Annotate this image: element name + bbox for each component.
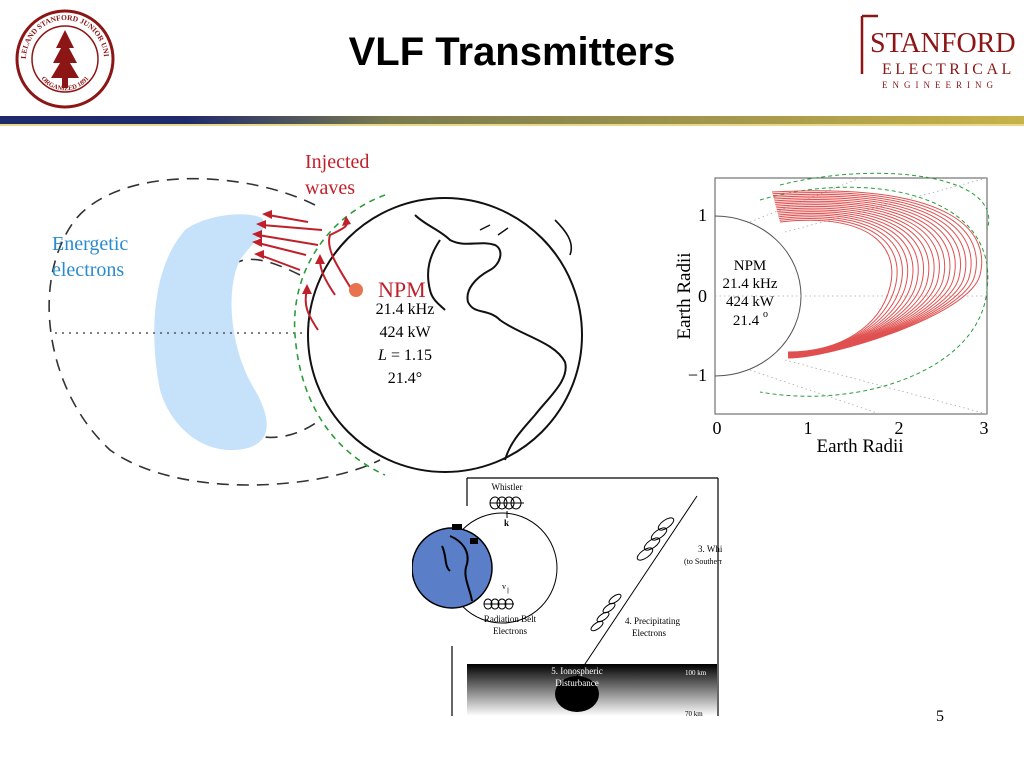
radiation-belt-label-1: Radiation Belt <box>484 614 537 624</box>
plot-field-lines <box>759 172 990 397</box>
v-label: v <box>502 582 506 591</box>
precipitating-label-2: Electrons <box>632 628 666 638</box>
plot-degree-mark: o <box>763 309 768 320</box>
slide-title: VLF Transmitters <box>348 30 676 74</box>
energetic-electrons-region <box>154 214 267 451</box>
plot-station-name: NPM <box>734 258 767 274</box>
stanford-ee-logo: STANFORD ELECTRICAL ENGINEERING <box>860 14 1016 90</box>
page-number: 5 <box>936 708 944 725</box>
earth-globe-blue <box>412 527 493 609</box>
ionospheric-label-1: 5. Ionospheric <box>551 666 603 676</box>
ray-paths <box>771 190 983 359</box>
plot-station-power: 424 kW <box>726 294 775 310</box>
precipitating-label-1: 4. Precipitating <box>625 616 680 626</box>
altitude-100km: 100 km <box>685 669 707 677</box>
earth-globe <box>307 197 583 473</box>
radiation-belt-coil <box>483 598 514 610</box>
energetic-electrons-label-1: Energetic <box>52 233 128 255</box>
npm-station-marker <box>349 283 363 297</box>
injection-diagram: Injected waves Energetic electrons NPM 2… <box>48 151 583 486</box>
whistler-south-label-1: 3. Whistler <box>698 544 722 554</box>
x-tick-label: 3 <box>980 418 989 438</box>
ee-logo-line1: STANFORD <box>870 28 1016 59</box>
redwood-tree-icon <box>51 30 79 88</box>
outer-field-line <box>48 177 381 486</box>
southern-whistler-coil <box>636 517 675 561</box>
whistler-label: Whistler <box>492 482 523 492</box>
diagonal-field-line <box>576 495 698 677</box>
ray-path <box>779 219 893 353</box>
header-divider-line <box>0 124 1024 126</box>
wave-arrowheads <box>252 210 351 294</box>
x-axis-label: Earth Radii <box>816 436 903 457</box>
whistler-wave-coil <box>489 496 524 518</box>
radiation-belt-label-2: Electrons <box>493 626 527 636</box>
injected-waves-label-2: waves <box>305 177 355 199</box>
x-tick-label: 0 <box>713 418 722 438</box>
plot-station-latitude: 21.4 <box>733 313 760 329</box>
ee-logo-line3: ENGINEERING <box>882 80 998 90</box>
station-l-shell: L = 1.15 <box>377 347 432 364</box>
x-tick-label: 1 <box>804 418 813 438</box>
parallel-label: || <box>507 588 509 594</box>
ionospheric-label-2: Disturbance <box>555 678 598 688</box>
station-latitude: 21.4° <box>388 370 422 387</box>
whistler-precipitation-diagram: Whistler k v || Radiation Belt Electrons… <box>412 477 722 718</box>
altitude-70km: 70 km <box>685 710 703 718</box>
y-axis-label: Earth Radii <box>674 252 695 339</box>
precipitating-electrons-coil <box>590 593 622 632</box>
whistler-south-label-2: (to Southern Hemisphere) <box>684 557 722 566</box>
stanford-seal-logo: LELAND STANFORD JUNIOR UNIVERSITY ORGANI… <box>14 8 115 109</box>
ee-logo-line2: ELECTRICAL <box>882 61 1015 78</box>
injected-waves-label-1: Injected <box>305 151 369 173</box>
wave-ray-paths <box>257 214 356 331</box>
npm-station-label: NPM <box>378 277 426 302</box>
plot-station-frequency: 21.4 kHz <box>723 276 778 292</box>
station-frequency: 21.4 kHz <box>376 301 435 318</box>
x-tick-label: 2 <box>895 418 904 438</box>
station-power: 424 kW <box>379 324 431 341</box>
americas-outline <box>414 214 567 461</box>
ionospheric-disturbance <box>555 676 599 712</box>
green-field-line <box>293 194 386 476</box>
ray-tracing-plot: NPM 21.4 kHz 424 kW 21.4 o 1 0 −1 0 1 2 … <box>674 172 990 457</box>
y-tick-label: −1 <box>688 365 707 385</box>
y-tick-label: 1 <box>698 205 707 225</box>
y-tick-label: 0 <box>698 286 707 306</box>
header-divider-bar <box>0 116 1024 124</box>
k-vector-label: k <box>504 518 509 528</box>
energetic-electrons-label-2: electrons <box>52 259 124 281</box>
